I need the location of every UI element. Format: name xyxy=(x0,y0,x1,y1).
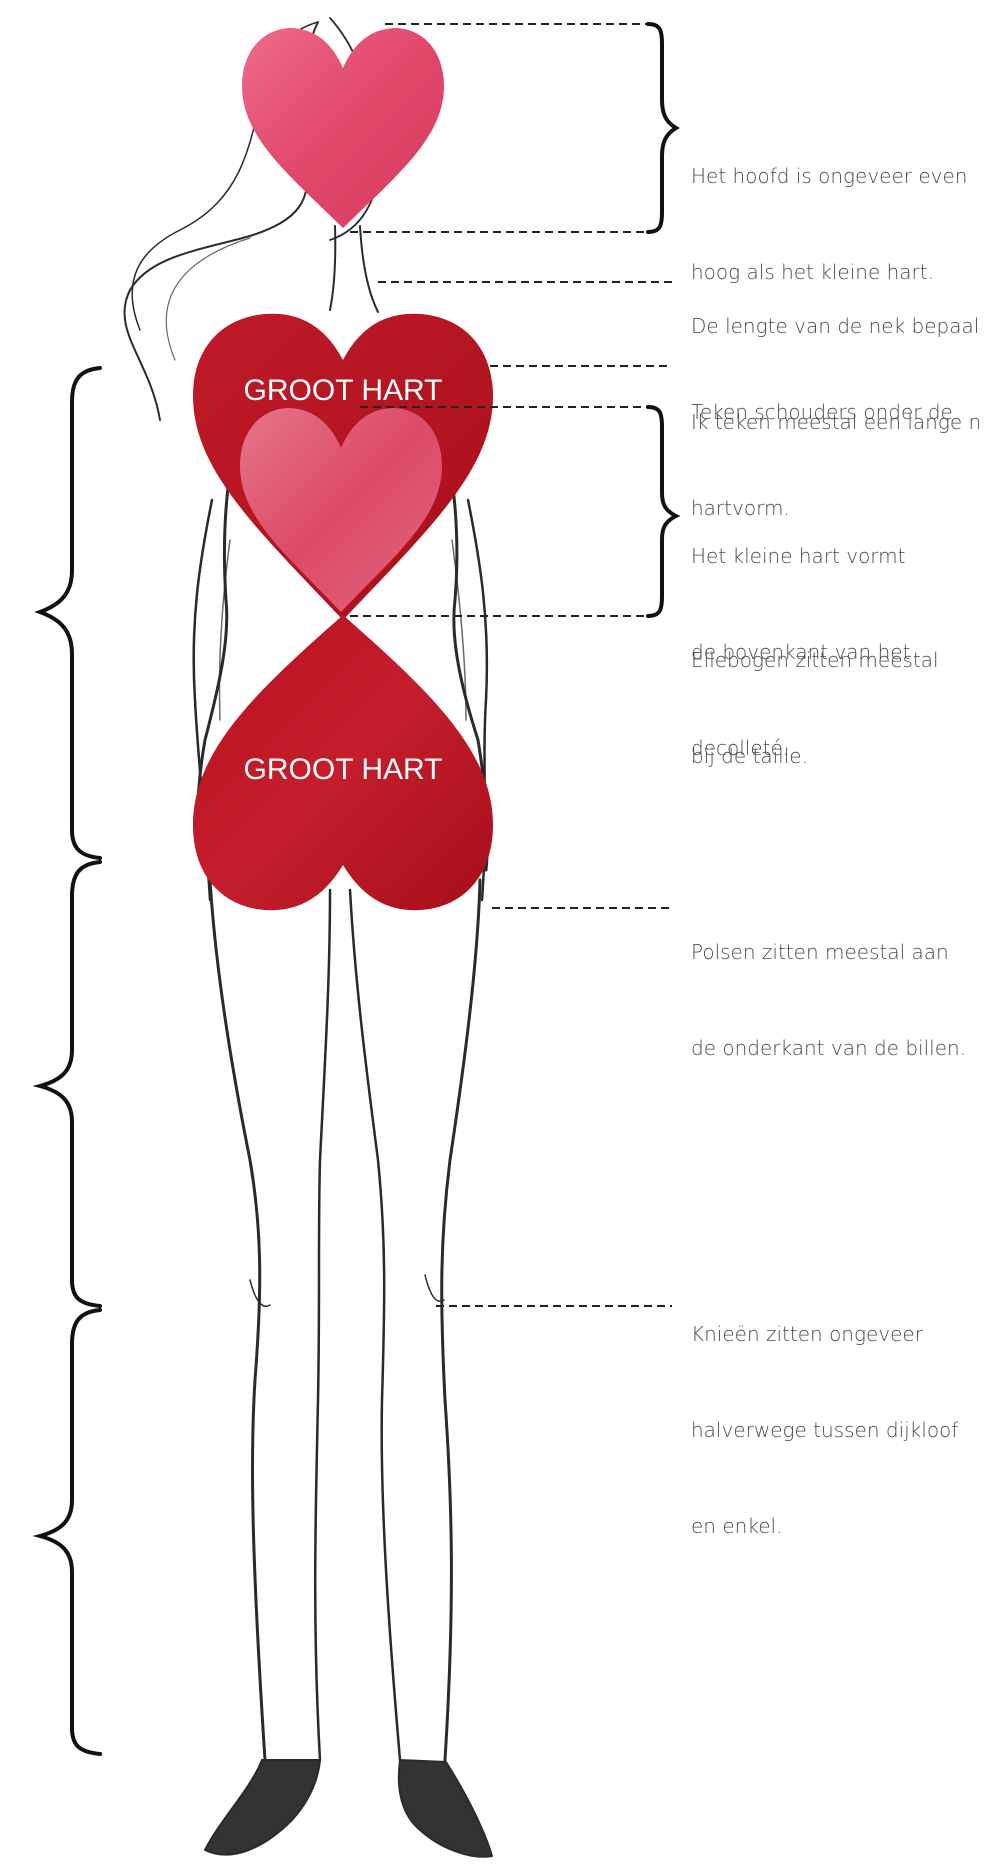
annotation-line: Het kleine hart vormt xyxy=(691,540,910,572)
annotation-line: en enkel. xyxy=(691,1510,958,1542)
foot-right xyxy=(399,1760,492,1857)
neck-right xyxy=(360,226,378,312)
leg-left-outer xyxy=(210,880,265,1760)
annotation-elbows: Ellebogen zitten meestal bij de taille. xyxy=(691,580,939,804)
annotation-line: Teken schouders onder de xyxy=(691,396,953,428)
lower-heart-label: GROOT HART xyxy=(244,753,443,786)
figure-sketch xyxy=(124,18,492,1857)
head-small-heart xyxy=(242,28,444,228)
decollete-brace xyxy=(648,407,676,616)
head-brace xyxy=(648,24,676,232)
brace-1 xyxy=(40,368,100,858)
annotation-wrists: Polsen zitten meestal aan de onderkant v… xyxy=(691,872,966,1096)
brace-3 xyxy=(40,1310,100,1754)
annotation-line: Knieën zitten ongeveer xyxy=(691,1318,958,1350)
annotation-line: halverwege tussen dijkloof xyxy=(691,1414,958,1446)
annotation-knees: Knieën zitten ongeveer halverwege tussen… xyxy=(691,1254,958,1574)
brace-2 xyxy=(40,862,100,1306)
annotation-line: Ellebogen zitten meestal xyxy=(691,644,939,676)
right-braces xyxy=(648,24,676,616)
annotation-line: Het hoofd is ongeveer even xyxy=(691,160,967,192)
leg-right-inner xyxy=(350,890,400,1760)
leader-lines xyxy=(350,24,672,1306)
annotation-line: de onderkant van de billen. xyxy=(691,1032,966,1064)
annotation-line: bij de taille. xyxy=(691,740,939,772)
leg-left-inner xyxy=(315,890,330,1760)
upper-heart-label: GROOT HART xyxy=(244,374,443,407)
foot-left xyxy=(205,1760,320,1855)
leg-right-outer xyxy=(442,880,480,1760)
annotation-line: Polsen zitten meestal aan xyxy=(691,936,966,968)
left-braces xyxy=(40,368,100,1754)
